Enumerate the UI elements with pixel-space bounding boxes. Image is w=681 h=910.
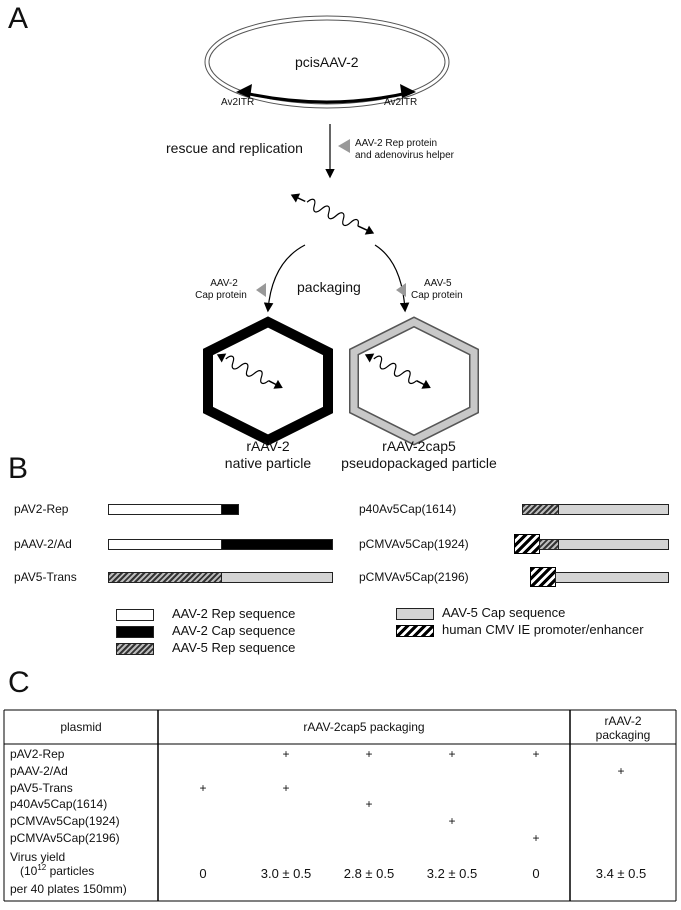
pseudo-particle-subtitle: pseudopackaged particle [341,455,497,471]
native-genome [216,353,283,389]
table-cell-plus: + [282,747,290,761]
bar-pcmv1924-rep5 [539,539,559,550]
yield-value: 0 [532,866,540,881]
left-cap-triangle [256,283,266,297]
right-packaging-arrow [374,244,410,313]
legend-label-cap2: AAV-2 Cap sequence [172,623,296,638]
pseudo-particle-title: rAAV-2cap5 [382,438,456,454]
legend-label-rep2: AAV-2 Rep sequence [172,606,296,621]
legend-swatch-cmv [396,625,434,637]
table-header-native-2: packaging [595,728,651,742]
bar-paav2-ad-rep2 [108,539,222,550]
yield-value: 3.0 ± 0.5 [260,866,312,881]
plasmid-name: pcisAAV-2 [295,54,359,70]
yield-label-1: Virus yield [10,850,66,864]
left-cap-label-1: AAV-2 [210,278,238,289]
itr-right-label: Av2ITR [384,97,418,108]
right-cap-label-1: AAV-5 [424,278,452,289]
legend-swatch-cap5 [396,608,434,620]
bar-p40-cap5 [558,504,669,515]
table-cell-plus: + [199,780,207,795]
bar-pcmv2196-promoter [530,567,556,587]
helper-label-1: AAV-2 Rep protein [355,138,438,149]
yield-label-3: per 40 plates 150mm) [10,882,127,896]
table-header-pseudo: rAAV-2cap5 packaging [303,720,425,734]
bar-pcmv2196-cap5 [555,572,669,583]
native-particle-subtitle: native particle [224,455,312,471]
table-row-label: pAV2-Rep [10,747,65,761]
itr-left-arrow [236,84,252,98]
bar-pav5-trans-rep5 [108,572,222,583]
yield-value: 3.4 ± 0.5 [595,866,647,881]
right-cap-label-2: Cap protein [411,290,463,301]
itr-arc [239,90,413,104]
table-header-native-1: rAAV-2 [604,714,642,728]
yield-value: 0 [199,866,207,881]
bar-p40-rep5 [522,504,559,515]
table-cell-plus: + [532,831,540,845]
right-cap-triangle [396,283,406,297]
table-row-label: pAAV-2/Ad [10,763,68,778]
table-cell-plus: + [448,814,456,829]
table-row-label: pCMVAv5Cap(1924) [10,814,120,829]
construct-label-p40av5cap1614: p40Av5Cap(1614) [359,502,457,516]
table-row-label: pCMVAv5Cap(2196) [10,831,120,845]
bar-paav2-ad-cap2 [221,539,333,550]
panel-c-label: C [8,666,30,699]
table-row-label: p40Av5Cap(1614) [10,797,108,812]
table-cell-plus: + [448,747,456,761]
legend-label-cmv: human CMV IE promoter/enhancer [442,622,644,637]
bar-pav2-rep-cap2 [221,504,239,515]
yield-value: 2.8 ± 0.5 [343,866,395,881]
table-row-label: pAV5-Trans [10,780,73,795]
table-cell-plus: + [365,797,373,812]
vector-genome [290,193,375,235]
packaging-label: packaging [297,279,361,295]
helper-label-2: and adenovirus helper [355,150,454,161]
bar-pcmv1924-cap5 [558,539,669,550]
bar-pav2-rep-rep2 [108,504,222,515]
table-cell-plus: + [282,780,290,795]
panel-a-label: A [8,2,29,35]
helper-triangle [338,139,350,153]
rescue-label: rescue and replication [166,140,303,156]
legend-swatch-rep5 [116,643,154,655]
yield-label-2: (1012 particles [20,863,95,878]
table-rules [3,709,677,902]
panel-b-label: B [8,452,29,485]
itr-left-label: Av2ITR [221,97,255,108]
construct-label-paav2-ad: pAAV-2/Ad [14,537,72,551]
construct-label-pav5-trans: pAV5-Trans [14,570,77,584]
bar-pav5-trans-cap5 [221,572,333,583]
construct-label-pcmvav5cap1924: pCMVAv5Cap(1924) [359,537,469,551]
yield-value: 3.2 ± 0.5 [426,866,478,881]
legend-label-rep5: AAV-5 Rep sequence [172,640,296,655]
left-cap-label-2: Cap protein [195,290,247,301]
table-header-plasmid: plasmid [60,720,102,734]
bar-pcmv1924-promoter [514,534,540,554]
legend-swatch-cap2 [116,626,154,638]
left-packaging-arrow [263,244,306,313]
table-cell-plus: + [532,747,540,761]
legend-label-cap5: AAV-5 Cap sequence [442,605,566,620]
pseudo-genome [364,353,431,389]
native-particle-title: rAAV-2 [246,438,290,454]
itr-right-arrow [400,84,416,98]
construct-label-pav2-rep: pAV2-Rep [14,502,69,516]
table-cell-plus: + [617,763,625,778]
construct-label-pcmvav5cap2196: pCMVAv5Cap(2196) [359,570,469,584]
legend-swatch-rep2 [116,609,154,621]
table-cell-plus: + [365,747,373,761]
